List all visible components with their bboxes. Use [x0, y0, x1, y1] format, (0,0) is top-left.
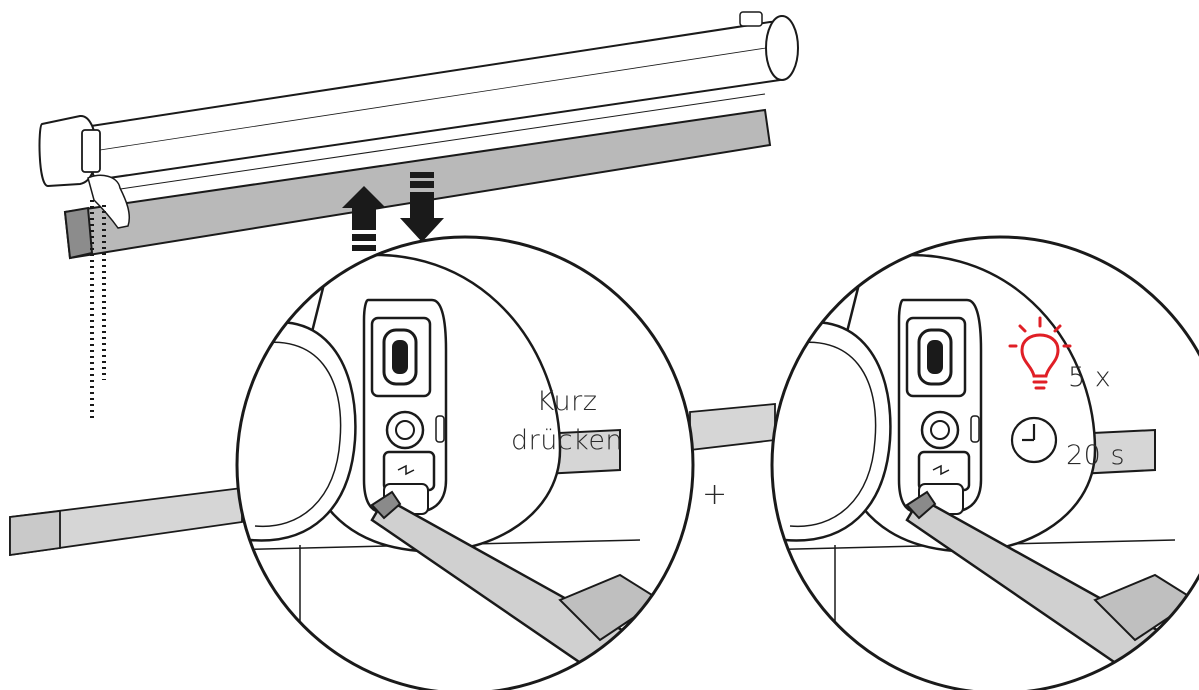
wall-plank — [9, 403, 776, 557]
detail-circle-confirm — [770, 235, 1199, 690]
clock-icon — [1010, 416, 1058, 464]
short-press-line2: drücken — [510, 425, 624, 456]
plus-symbol: + — [702, 477, 728, 512]
short-press-line1: Kurz — [536, 386, 598, 417]
up-down-arrows — [342, 172, 444, 251]
detail-circle-press — [235, 235, 695, 690]
short-press-label: Kurz drücken — [492, 382, 642, 460]
light-bulb-icon — [1008, 316, 1072, 390]
blink-count-label: 5 x — [1068, 362, 1112, 393]
duration-label: 20 s — [1066, 440, 1126, 471]
